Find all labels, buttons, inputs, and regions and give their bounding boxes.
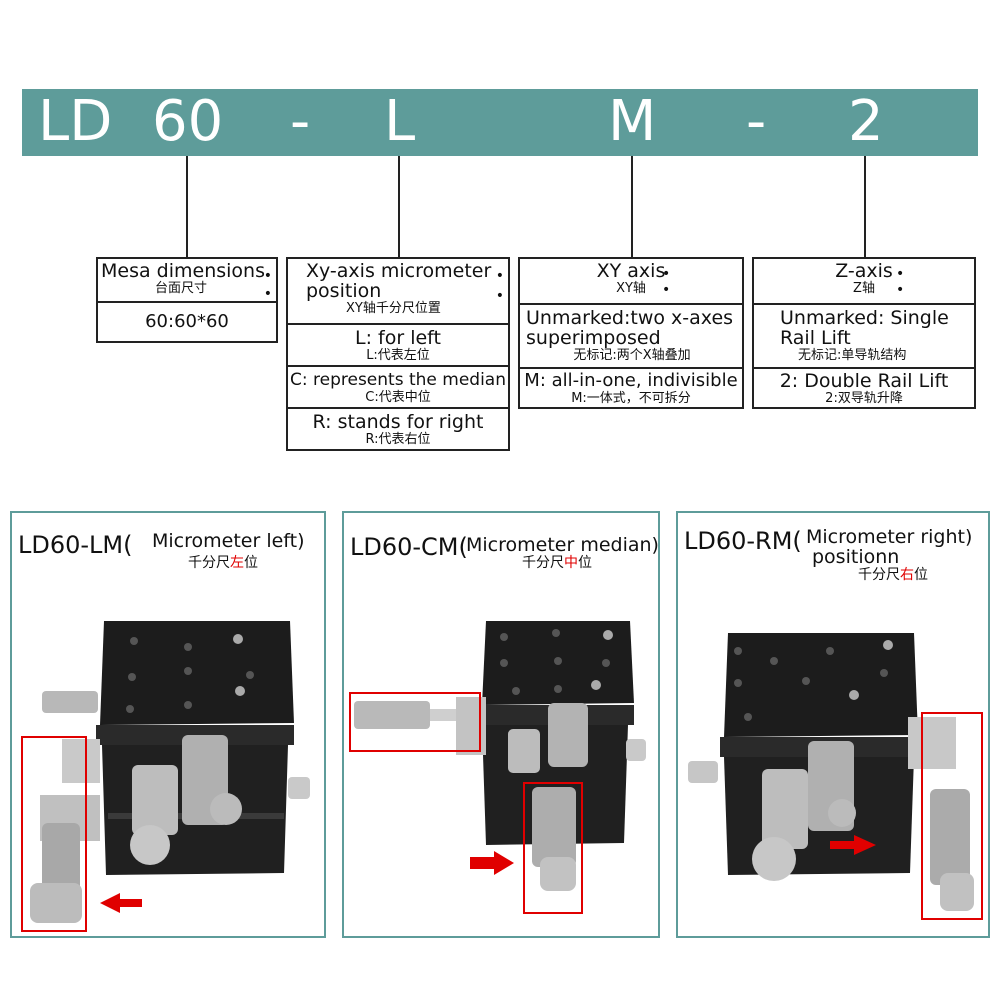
xy-m-en: M: all-in-one, indivisible [524,370,738,391]
connector-mesa [186,156,188,258]
mesa-value: 60:60*60 [145,311,229,332]
panel-center-cn: 千分尺中位 [522,555,592,571]
bullet-dot: • [263,268,272,284]
connector-z [864,156,866,258]
position-left-cn: L:代表左位 [366,348,430,363]
position-right-cn: R:代表右位 [365,432,431,447]
xy-row-m: M: all-in-one, indivisible M:一体式，不可拆分 [520,367,742,407]
panel-center-desc: Micrometer median) [466,534,659,556]
mesa-title: Mesa dimensions [101,260,265,282]
bullet-dot: • [896,266,905,282]
mesa-box: Mesa dimensions 台面尺寸 • • 60:60*60 [96,257,278,343]
code-size: 60 [152,89,224,154]
panel-left-desc: Micrometer left) [152,530,305,552]
xy-unmarked-cn: 无标记:两个X轴叠加 [573,348,691,363]
bullet-dot: • [263,286,272,302]
code-dash-2: - [746,89,767,154]
xy-title-cn: XY轴 [616,281,646,296]
panel-micrometer-median: LD60-CM( Micrometer median) 千分尺中位 [342,511,660,938]
code-position: L [384,89,416,154]
z-title-cn: Z轴 [853,281,875,296]
connector-xy [631,156,633,258]
panel-micrometer-right: LD60-RM( Micrometer right) positionn 千分尺… [676,511,990,938]
mesa-title-cn: 台面尺寸 [155,281,208,296]
position-row-left: L: for left L:代表左位 [288,323,508,365]
position-box: Xy-axis micrometer position XY轴千分尺位置 • •… [286,257,510,451]
bullet-dot: • [495,268,504,284]
bullet-dot: • [662,282,671,298]
panel-micrometer-left: LD60-LM( Micrometer left) 千分尺左位 [10,511,326,938]
xy-box: XY axis XY轴 • • Unmarked:two x-axes supe… [518,257,744,409]
z-row-2: 2: Double Rail Lift 2:双导轨升降 [754,367,974,407]
position-center-cn: C:代表中位 [365,390,431,405]
z-header: Z-axis Z轴 • • [754,261,974,305]
position-left-en: L: for left [355,327,441,349]
stage-illustration-center [349,621,646,914]
bullet-dot: • [495,288,504,304]
connector-position [398,156,400,258]
panel-left-cn: 千分尺左位 [188,555,258,571]
bullet-dot: • [896,282,905,298]
mesa-header: Mesa dimensions 台面尺寸 • • [98,261,276,301]
code-dash-1: - [290,89,311,154]
position-title: Xy-axis micrometer position [306,260,492,302]
mesa-value-cell: 60:60*60 [98,301,276,341]
stage-illustration-right [688,633,983,920]
panel-right-model: LD60-RM( [684,527,802,555]
bullet-dot: • [662,266,671,282]
position-header: Xy-axis micrometer position XY轴千分尺位置 • • [288,261,508,325]
z-row-unmarked: Unmarked: Single Rail Lift 无标记:单导轨结构 [754,303,974,367]
z-2-en: 2: Double Rail Lift [779,370,949,392]
z-title: Z-axis [835,260,893,282]
position-row-right: R: stands for right R:代表右位 [288,407,508,449]
z-box: Z-axis Z轴 • • Unmarked: Single Rail Lift… [752,257,976,409]
xy-title: XY axis [596,260,666,282]
xy-row-unmarked: Unmarked:two x-axes superimposed 无标记:两个X… [520,303,742,367]
code-ld: LD [38,89,113,154]
code-z: 2 [848,89,884,154]
panel-left-model: LD60-LM( [18,531,133,559]
z-unmarked-en: Unmarked: Single Rail Lift [780,307,949,349]
model-code-banner [22,89,978,156]
position-title-cn: XY轴千分尺位置 [346,301,441,316]
panel-right-desc2: positionn [812,546,900,568]
position-right-en: R: stands for right [312,411,484,433]
code-xy: M [608,89,657,154]
panel-center-model: LD60-CM( [350,533,468,561]
panel-right-cn: 千分尺右位 [858,567,928,583]
xy-header: XY axis XY轴 • • [520,261,742,305]
xy-m-cn: M:一体式，不可拆分 [571,391,691,406]
position-center-en: C: represents the median [290,370,506,390]
stage-illustration-left [21,621,310,932]
z-2-cn: 2:双导轨升降 [825,391,903,406]
panel-right-desc: Micrometer right) [806,526,973,548]
z-unmarked-cn: 无标记:单导轨结构 [798,348,907,363]
xy-unmarked-en: Unmarked:two x-axes superimposed [526,307,734,349]
position-row-center: C: represents the median C:代表中位 [288,365,508,407]
